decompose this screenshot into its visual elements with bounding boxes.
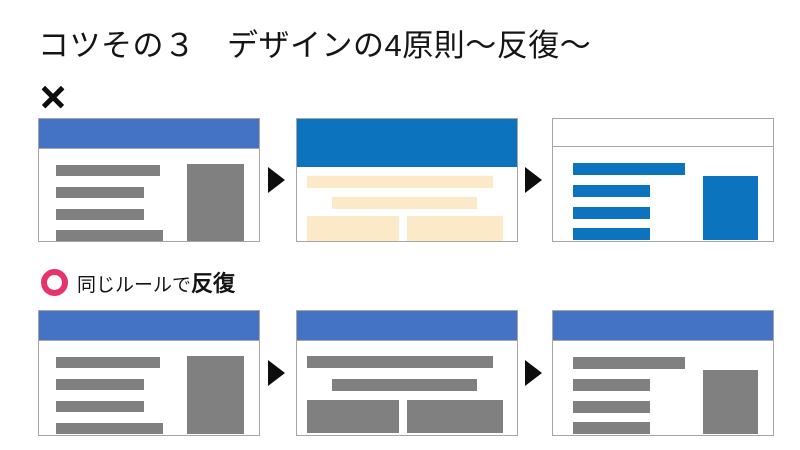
panel-right — [407, 216, 503, 241]
slide-card-bad-2[interactable] — [296, 118, 518, 242]
arrow-right-icon — [268, 360, 285, 386]
row-marker-bad — [40, 84, 75, 110]
slide-body-good-1 — [39, 341, 259, 435]
slide-card-bad-1[interactable] — [38, 118, 260, 242]
slide-body-bad-2 — [297, 167, 517, 241]
slide-body-bad-1 — [39, 149, 259, 241]
slide-header-good-2 — [297, 311, 517, 341]
slide-header-bad-2 — [297, 119, 517, 167]
text-bar — [56, 209, 144, 220]
slide-header-good-3 — [553, 311, 773, 341]
image-box — [187, 356, 244, 434]
panel-left — [307, 400, 399, 433]
text-bar — [573, 228, 650, 240]
text-bar — [332, 197, 477, 209]
text-bar — [56, 401, 144, 412]
page-title: コツその３ デザインの4原則〜反復〜 — [38, 28, 592, 63]
slide-header-bad-3 — [553, 119, 773, 147]
row-marker-good-label-strong: 反復 — [191, 271, 236, 296]
panel-right — [407, 400, 503, 433]
image-box — [703, 370, 758, 434]
slide-body-bad-3 — [553, 147, 773, 241]
image-box — [703, 176, 758, 240]
text-bar — [56, 165, 160, 176]
text-bar — [573, 379, 650, 391]
slide-card-bad-3[interactable] — [552, 118, 774, 242]
panel-left — [307, 216, 399, 241]
arrow-right-icon — [525, 167, 542, 193]
row-marker-good: 同じルールで反復 — [41, 266, 235, 298]
slide-card-good-1[interactable] — [38, 310, 260, 436]
text-bar — [573, 207, 650, 219]
row-marker-good-label-plain: 同じルールで — [77, 275, 192, 296]
text-bar — [573, 422, 650, 434]
slide-body-good-3 — [553, 341, 773, 435]
arrow-right-icon — [525, 360, 542, 386]
text-bar — [56, 379, 144, 390]
text-bar — [56, 357, 160, 368]
text-bar — [56, 187, 144, 198]
circle-mark-icon — [41, 268, 68, 296]
text-bar — [573, 357, 685, 369]
slide-header-bad-1 — [39, 119, 259, 149]
text-bar — [573, 401, 650, 413]
arrow-right-icon — [268, 167, 285, 193]
slide-body-good-2 — [297, 341, 517, 435]
cross-mark-icon — [40, 84, 66, 110]
row-marker-good-label: 同じルールで反復 — [77, 266, 235, 298]
text-bar — [56, 230, 163, 241]
image-box — [187, 164, 244, 241]
text-bar — [56, 423, 163, 434]
slide-card-good-2[interactable] — [296, 310, 518, 436]
text-bar — [573, 185, 650, 197]
text-bar — [307, 176, 493, 188]
slide-header-good-1 — [39, 311, 259, 341]
text-bar — [573, 163, 685, 175]
text-bar — [332, 379, 477, 391]
slide-card-good-3[interactable] — [552, 310, 774, 436]
text-bar — [307, 356, 493, 368]
